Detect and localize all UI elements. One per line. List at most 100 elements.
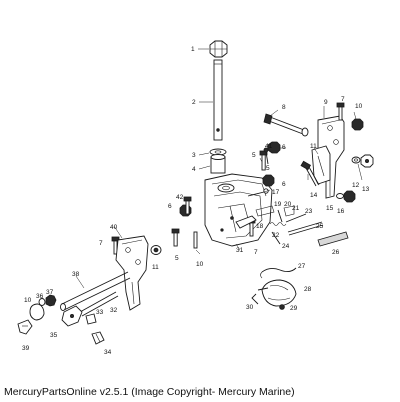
part-13-cap-nut [360, 154, 374, 168]
part-1-hex-nut [209, 40, 228, 58]
part-21-clip [283, 205, 295, 217]
leader-lines [75, 48, 363, 289]
part-27-spring-hook [260, 267, 297, 279]
callout-28: 28 [304, 286, 312, 293]
part-24-pin [271, 231, 281, 245]
callout-6-mid: 6 [282, 181, 286, 188]
callout-24: 24 [282, 243, 290, 250]
part-33-block [85, 313, 97, 325]
part-41-bolt [263, 147, 269, 165]
callout-22: 22 [272, 232, 280, 239]
part-35-clamp [61, 305, 83, 327]
callout-4: 4 [192, 166, 196, 173]
callout-15: 15 [326, 205, 334, 212]
callout-13: 13 [362, 186, 370, 193]
part-20-pin [277, 209, 283, 223]
callout-27: 27 [298, 263, 306, 270]
part-28-cushion [261, 279, 297, 307]
part-42-bolt [183, 196, 192, 215]
part-17-pin [247, 188, 269, 197]
callout-7-left: 7 [99, 240, 103, 247]
part-32-lower-arm [79, 291, 119, 317]
part-10-cap-nut-lower [29, 303, 45, 321]
copyright-caption: MercuryPartsOnline v2.5.1 (Image Copyrig… [4, 386, 295, 398]
callout-32: 32 [110, 307, 118, 314]
part-12-washer [351, 156, 361, 164]
callout-11-right: 11 [310, 143, 317, 150]
callout-5-upper: 5 [252, 152, 256, 159]
part-6-nut-upper [267, 141, 281, 154]
part-10-nut-right [351, 118, 364, 131]
part-15-washer [336, 193, 344, 199]
part-29-nut [279, 304, 285, 310]
part-38-tilt-tube [60, 271, 131, 311]
callout-37: 37 [46, 289, 54, 296]
part-2-long-stud [213, 59, 223, 141]
callout-7-top: 7 [341, 96, 345, 103]
callout-23: 23 [305, 208, 313, 215]
callout-29: 29 [290, 305, 298, 312]
callout-5-right: 5 [266, 165, 270, 172]
callout-42: 42 [176, 194, 184, 201]
part-8-long-bolt [263, 113, 309, 137]
callout-40: 40 [110, 224, 118, 231]
callout-6-left: 6 [168, 203, 172, 210]
part-40-clamp-bracket-left [115, 235, 149, 311]
callout-14: 14 [310, 192, 318, 199]
part-34-block [91, 331, 105, 345]
part-6-nut-mid [262, 174, 275, 187]
callout-2: 2 [192, 99, 196, 106]
part-23-rod [285, 213, 307, 223]
part-37-nut [45, 294, 57, 307]
part-26-plate [317, 231, 349, 247]
part-39-knob [17, 319, 33, 335]
part-36-washer [38, 298, 46, 306]
callout-12: 12 [352, 182, 360, 189]
callout-11-left: 11 [152, 264, 159, 271]
part-22-spring [269, 222, 287, 226]
part-11-spacer-right [311, 145, 331, 185]
callout-10-lower: 10 [24, 297, 32, 304]
part-5-bolt-lower [171, 228, 180, 247]
callout-39: 39 [22, 345, 30, 352]
callout-26: 26 [332, 249, 340, 256]
part-4-bushing [210, 154, 226, 174]
callout-6-upper: 6 [282, 144, 286, 151]
exploded-parts-diagram: 1 2 3 4 5 5 5 6 6 6 7 7 7 8 9 10 10 10 1… [17, 40, 374, 356]
part-14-bolt [300, 160, 320, 187]
part-30-clip [251, 287, 269, 305]
part-25-rod [287, 221, 324, 236]
callout-38: 38 [72, 271, 80, 278]
callout-41: 41 [265, 143, 273, 150]
callout-21: 21 [292, 205, 300, 212]
callout-7-mid: 7 [254, 249, 258, 256]
part-7-bolt-top [336, 102, 345, 121]
callout-19: 19 [274, 201, 282, 208]
callout-8: 8 [282, 104, 286, 111]
part-16-nut [343, 190, 356, 203]
callout-labels: 1 2 3 4 5 5 5 6 6 6 7 7 7 8 9 10 10 10 1… [22, 46, 370, 356]
callout-17: 17 [272, 189, 280, 196]
part-11-nut-left [150, 245, 162, 255]
part-3-washer [209, 148, 227, 156]
part-10-nut-left [193, 231, 198, 249]
callout-35: 35 [50, 332, 58, 339]
callout-5-lower: 5 [175, 255, 179, 262]
callout-16: 16 [337, 208, 345, 215]
callout-31: 31 [236, 247, 244, 254]
callout-9: 9 [324, 99, 328, 106]
callout-1: 1 [191, 46, 195, 53]
callout-30: 30 [246, 304, 254, 311]
callout-10-right: 10 [355, 103, 363, 110]
callout-18: 18 [256, 223, 264, 230]
callout-34: 34 [104, 349, 112, 356]
callout-3: 3 [192, 152, 196, 159]
callout-36: 36 [36, 293, 44, 300]
callout-33: 33 [96, 309, 104, 316]
part-19-link [255, 205, 275, 217]
part-18-lever [235, 215, 257, 229]
callout-25: 25 [316, 223, 324, 230]
callout-10-left: 10 [196, 261, 204, 268]
callout-20: 20 [284, 201, 292, 208]
part-31-swivel-housing [204, 173, 273, 247]
